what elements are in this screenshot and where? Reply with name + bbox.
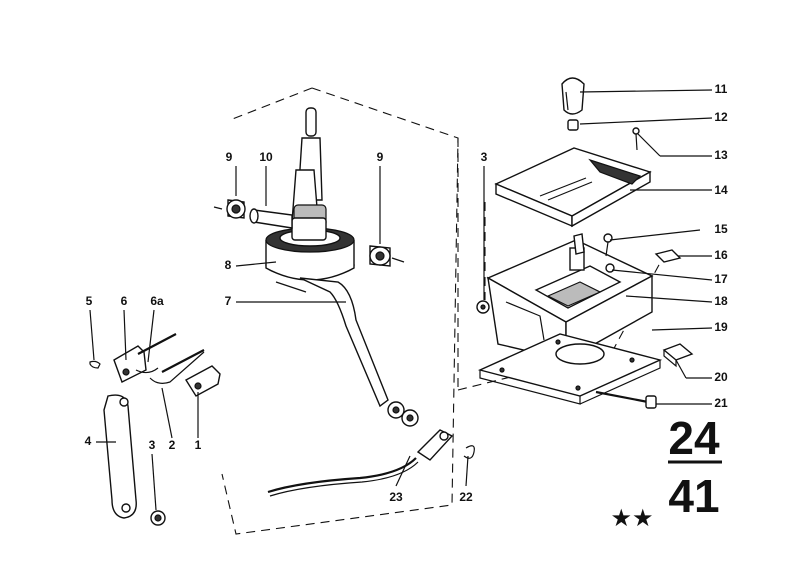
callout-3-rod: 3 xyxy=(149,438,156,452)
square-nut xyxy=(662,343,694,368)
callout-1: 1 xyxy=(195,438,202,452)
callout-10: 10 xyxy=(259,150,273,164)
selector-rod xyxy=(103,394,137,519)
spring-clip xyxy=(149,349,205,384)
base-plate xyxy=(477,333,663,405)
joint-bracket xyxy=(185,365,221,397)
section-sub-number: 41 xyxy=(668,470,719,522)
callout-8: 8 xyxy=(225,258,232,272)
hex-bolt xyxy=(595,390,657,409)
callout-20: 20 xyxy=(714,370,728,384)
callout-5: 5 xyxy=(86,294,93,308)
pin xyxy=(89,360,101,369)
bracket-nut xyxy=(476,300,490,314)
section-number: 24 41 ★★ xyxy=(610,412,722,532)
lever-arm xyxy=(113,345,147,383)
callout-11: 11 xyxy=(715,82,728,96)
retaining-spring xyxy=(567,119,579,131)
callout-13: 13 xyxy=(714,148,728,162)
link-rod xyxy=(135,333,177,374)
shift-knob xyxy=(561,77,585,115)
callout-9-left: 9 xyxy=(226,150,233,164)
callout-12: 12 xyxy=(714,110,728,124)
callout-6: 6 xyxy=(121,294,128,308)
callout-6a: 6a xyxy=(150,294,164,308)
callout-17: 17 xyxy=(714,272,728,286)
callout-18: 18 xyxy=(714,294,728,308)
callout-23: 23 xyxy=(389,490,403,504)
gear-lever-assembly xyxy=(249,107,405,419)
callout-9-right: 9 xyxy=(377,150,384,164)
bushing-right xyxy=(369,245,405,267)
cover-plate xyxy=(494,147,652,228)
leader-lines xyxy=(89,89,713,511)
circlip xyxy=(463,445,475,459)
clip-nut xyxy=(654,249,682,263)
callout-2: 2 xyxy=(169,438,176,452)
callout-22: 22 xyxy=(459,490,473,504)
callout-labels: 1 2 3 3 4 5 6 6a 7 8 9 9 10 11 12 13 14 … xyxy=(85,82,728,504)
section-group-number: 24 xyxy=(668,412,720,464)
callout-16: 16 xyxy=(714,248,728,262)
lock-nut xyxy=(150,510,166,526)
callout-7: 7 xyxy=(225,294,232,308)
rating-stars: ★★ xyxy=(610,504,653,532)
callout-19: 19 xyxy=(714,320,728,334)
callout-21: 21 xyxy=(714,396,728,410)
bushing-left xyxy=(213,199,246,219)
selector-cable xyxy=(267,409,454,497)
callout-3-bracket: 3 xyxy=(481,150,488,164)
callout-15: 15 xyxy=(714,222,728,236)
callout-4: 4 xyxy=(85,434,92,448)
callout-14: 14 xyxy=(714,183,728,197)
small-screw xyxy=(632,127,640,151)
